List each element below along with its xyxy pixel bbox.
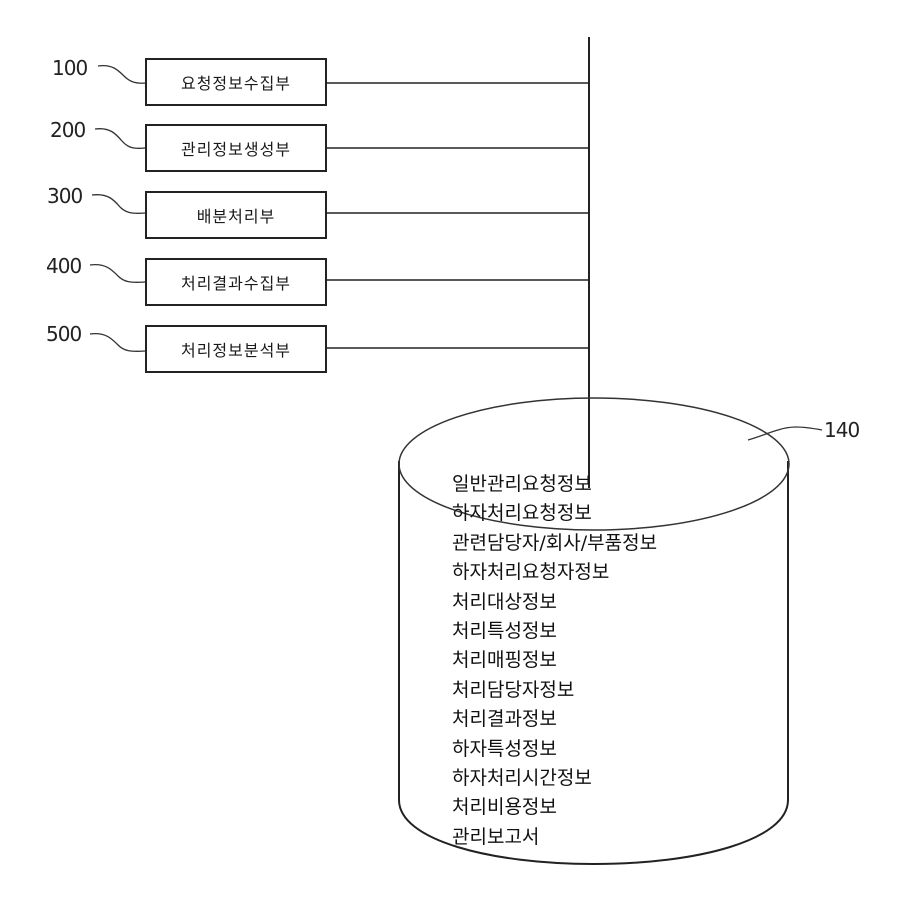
database-item: 처리담당자정보 — [452, 678, 575, 701]
ref-label-100: 100 — [52, 56, 88, 80]
module-box-result-collector: 처리결과수집부 — [145, 258, 327, 306]
module-box-request-info-collector: 요청정보수집부 — [145, 58, 327, 106]
database-item: 처리결과정보 — [452, 708, 557, 731]
database-item: 처리매핑정보 — [452, 649, 557, 672]
database-item-list: 일반관리요청정보 하자처리요청정보 관련담당자/회사/부품정보 하자처리요청자정… — [452, 470, 657, 852]
module-label: 배분처리부 — [196, 207, 276, 226]
database-item: 하자처리요청정보 — [452, 502, 592, 525]
database-cylinder-top — [398, 397, 790, 531]
database-item: 하자특성정보 — [452, 737, 557, 760]
database-item: 처리대상정보 — [452, 590, 557, 613]
module-label: 처리결과수집부 — [180, 274, 292, 293]
ref-label-140: 140 — [824, 418, 860, 442]
database-item: 처리비용정보 — [452, 796, 557, 819]
database-item: 일반관리요청정보 — [452, 473, 592, 495]
database-cylinder-body — [398, 461, 789, 866]
database-item: 관련담당자/회사/부품정보 — [452, 531, 658, 554]
ref-label-500: 500 — [46, 322, 82, 346]
database-item: 처리특성정보 — [452, 620, 557, 643]
module-label: 관리정보생성부 — [180, 140, 292, 159]
database-item: 관리보고서 — [452, 825, 540, 848]
ref-label-400: 400 — [46, 254, 82, 278]
leader-100 — [97, 64, 147, 84]
database-item: 하자처리요청자정보 — [452, 561, 610, 584]
leader-400 — [89, 264, 146, 283]
module-box-info-analyzer: 처리정보분석부 — [145, 325, 327, 373]
ref-label-300: 300 — [47, 184, 83, 208]
leader-200 — [94, 128, 146, 149]
module-box-management-info-generator: 관리정보생성부 — [145, 124, 327, 172]
ref-label-200: 200 — [50, 118, 86, 142]
leader-140 — [747, 426, 823, 441]
leader-500 — [89, 333, 146, 352]
leader-300 — [91, 194, 146, 214]
module-label: 요청정보수집부 — [180, 74, 292, 93]
database-item: 하자처리시간정보 — [452, 767, 592, 790]
module-label: 처리정보분석부 — [180, 341, 292, 360]
module-box-distribution-processor: 배분처리부 — [145, 191, 327, 239]
